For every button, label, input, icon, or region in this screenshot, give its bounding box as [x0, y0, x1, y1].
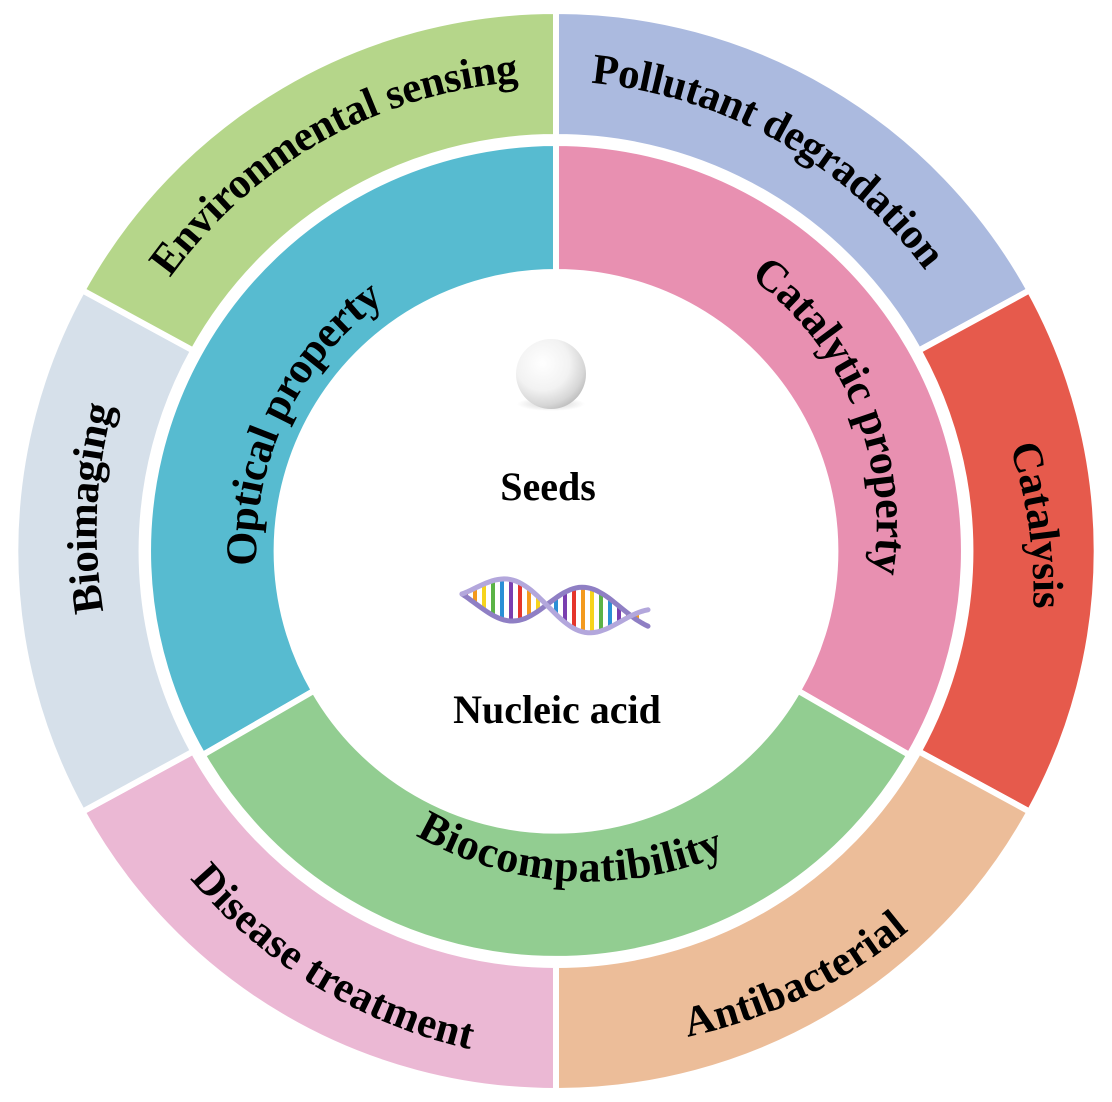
inner-segment-optical [145, 139, 559, 760]
dna-backbone [459, 576, 651, 636]
dna-helix-icon [459, 576, 651, 636]
inner-segment-biocompatibility [198, 686, 914, 962]
seed-sphere-icon [516, 339, 586, 411]
seeds-label: Seeds [500, 464, 596, 509]
center-disk [280, 275, 832, 827]
inner-segment-catalytic [553, 139, 967, 760]
dna-backbone [459, 584, 651, 629]
outer-segment-environmental [78, 7, 559, 355]
nucleic-acid-label: Nucleic acid [453, 687, 661, 732]
